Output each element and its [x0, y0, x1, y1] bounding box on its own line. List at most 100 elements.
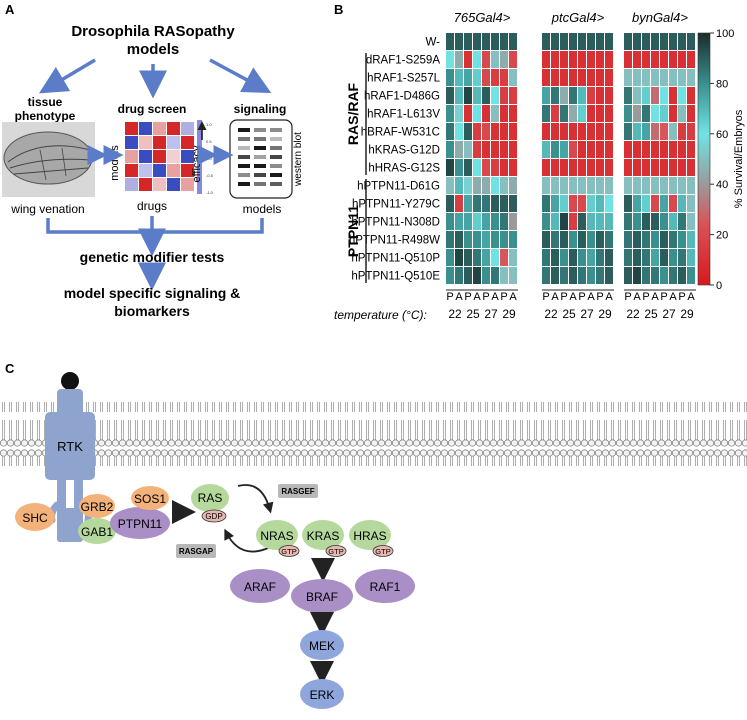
group-label: PTPN11 [345, 205, 361, 257]
temperature-value: 27 [580, 307, 594, 321]
heatmap-cell [569, 195, 577, 212]
gap-cycle-arrow [224, 528, 269, 553]
ras-label: RAS [198, 491, 223, 505]
phase-label: A [651, 291, 659, 303]
heatmap-cell [446, 141, 454, 158]
heatmap-cell [587, 123, 595, 140]
temperature-value: 29 [598, 307, 612, 321]
heatmap-cell [605, 267, 613, 284]
heatmap-cell [500, 177, 508, 194]
heatmap-cell [446, 69, 454, 86]
heatmap-cell [624, 51, 632, 68]
heatmap-cell [500, 249, 508, 266]
heatmap-cell [687, 33, 695, 50]
heatmap-cell [596, 87, 604, 104]
blot-band [270, 182, 282, 186]
heatmap-cell [596, 267, 604, 284]
temperature-value: 22 [626, 307, 640, 321]
heatmap-cell [482, 195, 490, 212]
row-label: W- [426, 37, 441, 49]
heatmap-cell [473, 51, 481, 68]
heatmap-cell [560, 33, 568, 50]
heatmap-cell [482, 231, 490, 248]
heatmap-cell [660, 123, 668, 140]
heatmap-cell [473, 69, 481, 86]
phase-label: P [464, 291, 471, 303]
heatmap-cell [651, 69, 659, 86]
heatmap-cell [569, 87, 577, 104]
heatmap-cell [578, 69, 586, 86]
heatmap-cell [455, 231, 463, 248]
tissue-phenotype-line1: tissue [28, 95, 63, 109]
drug-screen-cell [139, 178, 152, 191]
heatmap-cell [509, 69, 517, 86]
phase-label: P [542, 291, 549, 303]
blot-band [254, 146, 266, 150]
kras-gtp-badge [325, 545, 347, 557]
blot-band [270, 128, 282, 132]
heatmap-cell [678, 33, 686, 50]
heatmap-cell [509, 195, 517, 212]
heatmap-cell [624, 69, 632, 86]
heatmap-cell [633, 87, 641, 104]
heatmap-cell [446, 123, 454, 140]
heatmap-cell [509, 267, 517, 284]
heatmap-cell [687, 51, 695, 68]
heatmap-cell [491, 69, 499, 86]
colorbar-tick-label: 60 [716, 129, 728, 141]
gef-cycle-arrow [237, 484, 274, 514]
heatmap-cell [482, 213, 490, 230]
drug-screen-scale-tick: 1.0 [206, 122, 212, 127]
heatmap-cell [642, 177, 650, 194]
heatmap-cell [687, 195, 695, 212]
heatmap-cell [587, 159, 595, 176]
wing-venation-label: wing venation [10, 202, 84, 216]
heatmap-cell [509, 33, 517, 50]
heatmap-cell [560, 195, 568, 212]
heatmap-cell [473, 267, 481, 284]
drug-screen-cell [167, 178, 180, 191]
erk-node [300, 679, 344, 709]
row-label: hPTPN11-N308D [351, 217, 440, 229]
heatmap-cell [482, 69, 490, 86]
heatmap-cell [633, 195, 641, 212]
drug-screen-cell [181, 122, 194, 135]
panel-b-label: B [334, 2, 343, 17]
heatmap-cell [551, 51, 559, 68]
driver-label: bynGal4> [632, 10, 688, 25]
blot-band [270, 164, 282, 168]
heatmap-cell [560, 123, 568, 140]
braf-label: BRAF [306, 590, 338, 604]
heatmap-cell [491, 51, 499, 68]
heatmap-cell [624, 159, 632, 176]
heatmap-cell [642, 249, 650, 266]
heatmap-cell [509, 249, 517, 266]
row-label: dRAF1-S259A [366, 55, 440, 67]
blot-band [270, 137, 282, 141]
blot-band [254, 137, 266, 141]
heatmap-cell [642, 105, 650, 122]
heatmap-cell [678, 195, 686, 212]
phase-label: A [633, 291, 641, 303]
heatmap-cell [569, 69, 577, 86]
nras-gtp-badge [278, 545, 300, 557]
heatmap-cell [587, 177, 595, 194]
heatmap-cell [455, 123, 463, 140]
heatmap-cell [633, 69, 641, 86]
heatmap-cell [678, 159, 686, 176]
heatmap-cell [482, 123, 490, 140]
heatmap-cell [642, 195, 650, 212]
heatmap-cell [569, 51, 577, 68]
heatmap-cell [678, 141, 686, 158]
heatmap-cell [687, 105, 695, 122]
heatmap-cell [455, 51, 463, 68]
heatmap-cell [455, 105, 463, 122]
heatmap-cell [605, 123, 613, 140]
heatmap-cell [560, 105, 568, 122]
nras-label: NRAS [260, 529, 293, 543]
phase-label: P [678, 291, 685, 303]
heatmap-cell [560, 159, 568, 176]
heatmap-cell [642, 159, 650, 176]
drug-screen-cell [125, 164, 138, 177]
